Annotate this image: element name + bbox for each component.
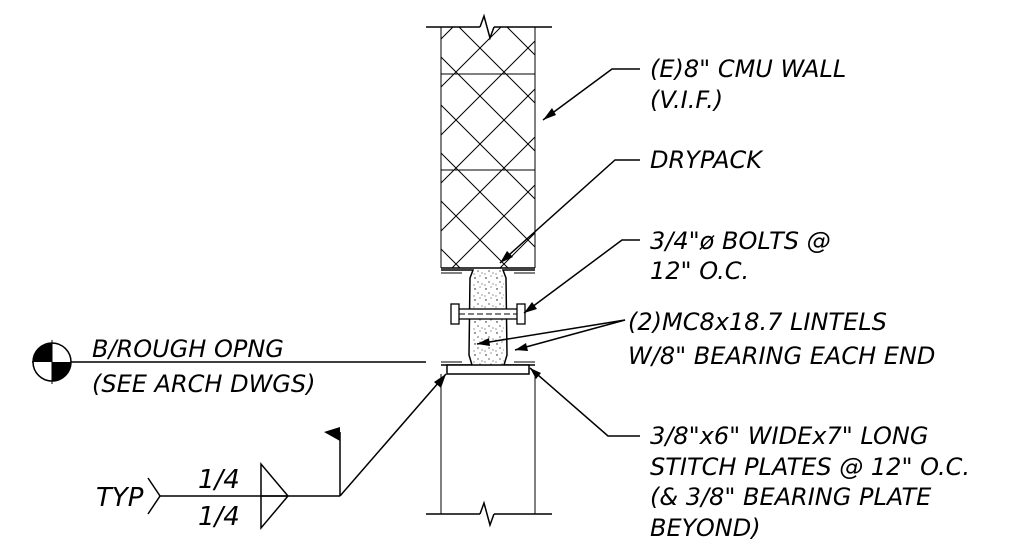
arrow-icon — [530, 368, 541, 379]
weld-size-bottom: 1/4 — [198, 502, 240, 532]
top-break-symbol — [479, 13, 495, 41]
note-bolts-line1: 3/4"ø BOLTS @ — [650, 227, 831, 255]
cmu-hatch-fill — [441, 27, 535, 268]
note-cmu-wall-line1: (E)8" CMU WALL — [650, 55, 846, 83]
arrow-icon — [543, 108, 556, 120]
arrow-icon — [524, 302, 537, 313]
stitch-plate — [446, 364, 530, 375]
weld-tail-text: TYP — [96, 483, 144, 513]
rough-opening-marker — [32, 340, 426, 384]
note-bolts-line2: 12" O.C. — [650, 257, 749, 285]
note-rough-opening-line2: (SEE ARCH DWGS) — [92, 370, 316, 398]
cmu-wall — [426, 13, 552, 269]
leader-drypack — [499, 159, 640, 264]
note-cmu-wall-line2: (V.I.F.) — [650, 86, 723, 114]
through-bolt — [450, 303, 526, 325]
weld-tail — [147, 477, 161, 515]
arrow-icon — [500, 251, 513, 263]
note-plates-line3: (& 3/8" BEARING PLATE — [650, 483, 932, 511]
weld-arrow-line — [339, 373, 447, 497]
note-plates-line4: BEYOND) — [650, 514, 761, 542]
field-weld-flag-icon — [324, 427, 340, 441]
bottom-break-symbol — [479, 500, 495, 528]
note-plates-line1: 3/8"x6" WIDEx7" LONG — [650, 422, 928, 450]
note-rough-opening-line1: B/ROUGH OPNG — [92, 335, 284, 363]
leader-bolts — [523, 239, 640, 314]
arrow-icon — [434, 374, 446, 388]
note-lintels-line2: W/8" BEARING EACH END — [628, 342, 935, 370]
bolt-nut — [516, 303, 526, 325]
weld-size-top: 1/4 — [198, 465, 240, 495]
bolt-head — [450, 303, 460, 325]
leader-lintel-2 — [514, 319, 626, 351]
wall-below-opening — [426, 374, 552, 528]
arrow-icon — [515, 343, 528, 351]
leader-cmu-wall — [542, 68, 640, 121]
weld-symbol — [147, 373, 447, 531]
leaders — [476, 68, 640, 437]
note-drypack: DRYPACK — [650, 146, 764, 174]
note-lintels-line1: (2)MC8x18.7 LINTELS — [628, 308, 887, 336]
leader-lintel-1 — [476, 319, 626, 345]
note-plates-line2: STITCH PLATES @ 12" O.C. — [650, 453, 970, 481]
arrow-icon — [477, 338, 490, 346]
leader-stitch-plates — [529, 367, 640, 437]
